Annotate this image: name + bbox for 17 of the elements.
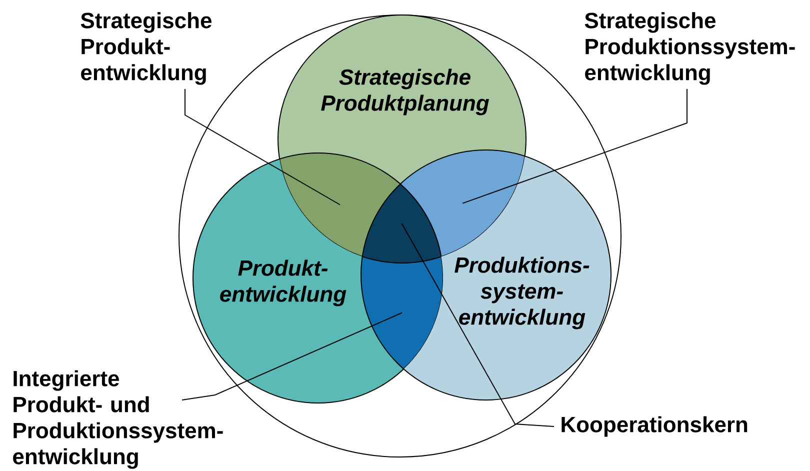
overlap-region	[280, 153, 400, 256]
leader-line	[182, 312, 403, 400]
overlap-region	[362, 184, 442, 263]
venn-circle	[192, 152, 444, 404]
overlap-region	[400, 150, 525, 257]
leader-line	[401, 222, 554, 427]
callout-label: Kooperationskern	[562, 416, 748, 437]
overlap-region	[361, 256, 443, 370]
leader-line	[462, 88, 688, 204]
callout-label: Strategische Produkt- entwicklung	[80, 12, 212, 85]
venn-circle	[360, 150, 612, 400]
circle-label: Strategische Produktplanung	[321, 68, 489, 116]
circle-label: Produktions- system- entwicklung	[454, 256, 590, 330]
circle-label: Produkt- entwicklung	[220, 260, 346, 306]
callout-label: Strategische Produktionssystem- entwicklung	[584, 12, 795, 85]
leader-line	[184, 88, 340, 206]
callout-label: Integrierte Produkt- und Produktionssystem- entwicklung	[13, 370, 223, 469]
